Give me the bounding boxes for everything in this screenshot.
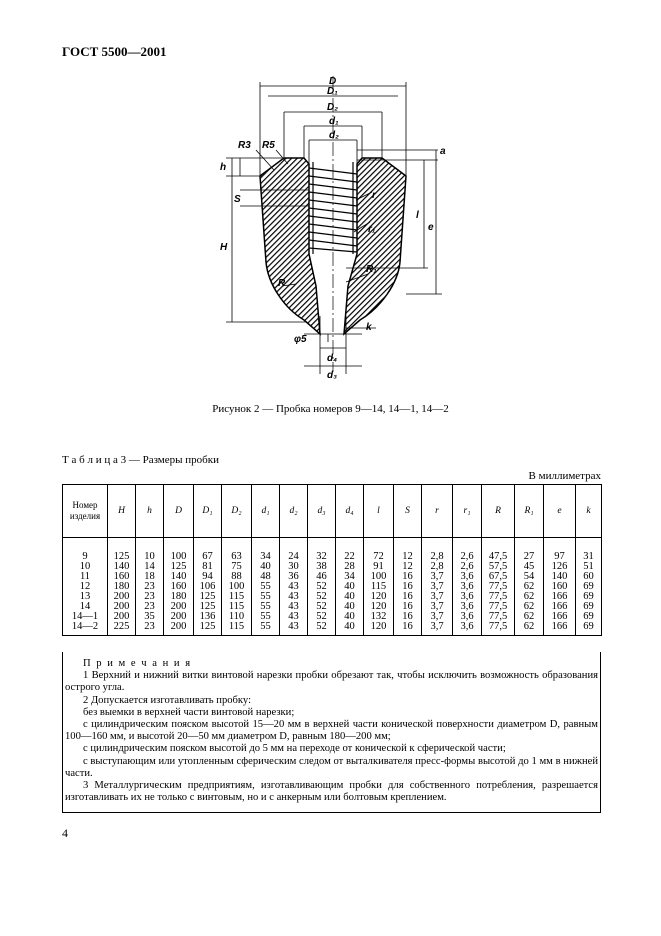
notes-heading: П р и м е ч а н и я [83, 658, 192, 669]
note-item: без выемки в верхней части винтовой наре… [83, 706, 295, 718]
table-cell: 77,5 [481, 621, 515, 636]
table-cell: 51 [575, 561, 602, 572]
table-cell: 69 [575, 621, 602, 636]
note-item: 2 Допускается изготавливать пробку: [83, 694, 252, 706]
table-cell: 55 [251, 621, 280, 636]
label-D1: D₁ [327, 86, 338, 97]
diameter-dimensions [226, 82, 442, 374]
table-cell: 69 [575, 581, 602, 592]
table-cell: 115 [221, 621, 252, 636]
col-header: D₁ [193, 484, 222, 538]
col-header: r [421, 484, 453, 538]
note-item: 3 Металлургическим предприятиям, изготав… [65, 780, 598, 804]
stopper-drawing: D D₁ D₂ d₁ d₂ R3 R5 a h S H l e r r₁ R R… [196, 72, 461, 387]
notes-block: П р и м е ч а н и я 1 Верхний и нижний в… [62, 652, 601, 814]
col-header: d₂ [279, 484, 308, 538]
col-header: d₃ [307, 484, 336, 538]
table-cell: 43 [279, 621, 308, 636]
table-cell: 14—2 [62, 621, 108, 636]
note-item: с цилиндрическим пояском высотой до 5 мм… [83, 743, 506, 755]
body-section-right [343, 157, 407, 336]
col-header: S [393, 484, 422, 538]
table-cell: 31 [575, 551, 602, 562]
table-cell: 200 [163, 621, 194, 636]
table-cell: 69 [575, 591, 602, 602]
col-header: l [363, 484, 394, 538]
page-number: 4 [62, 826, 68, 840]
table-cell: 52 [307, 621, 336, 636]
col-header: D [163, 484, 194, 538]
label-S: S [234, 194, 241, 205]
label-D2: D₂ [327, 102, 338, 113]
label-d1: d₁ [329, 116, 339, 127]
col-header: e [543, 484, 576, 538]
table-cell: 69 [575, 601, 602, 612]
label-R3: R3 [238, 140, 251, 151]
figure-caption: Рисунок 2 — Пробка номеров 9—14, 14—1, 1… [212, 403, 449, 415]
label-R: R [278, 278, 286, 289]
col-header: k [575, 484, 602, 538]
stopper-drawing-svg: D D₁ D₂ d₁ d₂ R3 R5 a h S H l e r r₁ R R… [220, 76, 446, 381]
note-item: с цилиндрическим пояском высотой 15—20 м… [65, 719, 598, 743]
label-R5: R5 [262, 140, 275, 151]
label-d3: d₃ [327, 370, 337, 381]
standard-header: ГОСТ 5500—2001 [62, 44, 167, 59]
label-D: D [329, 76, 336, 87]
col-header: h [135, 484, 164, 538]
table-cell: 120 [363, 621, 394, 636]
col-header: r₁ [452, 484, 482, 538]
table-spacer-row [62, 537, 602, 552]
table-cell: 40 [335, 621, 364, 636]
table-cell: 3,6 [452, 621, 482, 636]
table-title: Т а б л и ц а 3 — Размеры пробки [62, 454, 219, 466]
col-header: R₁ [514, 484, 544, 538]
table-cell: 60 [575, 571, 602, 582]
table-cell: 225 [107, 621, 136, 636]
label-e: e [428, 222, 434, 233]
label-h: h [220, 162, 226, 173]
label-l: l [416, 210, 419, 221]
table-cell: 3,7 [421, 621, 453, 636]
col-header: Номер изделия [62, 484, 108, 538]
col-header: D₂ [221, 484, 252, 538]
label-H: H [220, 242, 228, 253]
table-cell: 23 [135, 621, 164, 636]
col-header: d₁ [251, 484, 280, 538]
table-cell: 16 [393, 621, 422, 636]
body-section-left [259, 157, 321, 336]
note-item: с выступающим или утопленным сферическим… [65, 755, 598, 779]
label-R1: R₁ [366, 264, 377, 275]
label-d2: d₂ [329, 130, 339, 141]
label-k: k [366, 322, 372, 333]
table-cell: 166 [543, 621, 576, 636]
note-item: 1 Верхний и нижний витки винтовой нарезк… [65, 670, 598, 694]
label-r1: r₁ [368, 224, 376, 235]
col-header: H [107, 484, 136, 538]
table-cell: 69 [575, 611, 602, 622]
label-r: r [372, 190, 377, 201]
table-header-row: Номер изделия H h D D₁ D₂ d₁ d₂ d₃ d₄ l … [62, 484, 602, 538]
col-header: d₄ [335, 484, 364, 538]
label-a: a [440, 146, 446, 157]
table-cell: 62 [514, 621, 544, 636]
label-phi5: φ5 [294, 334, 307, 345]
table-cell: 125 [193, 621, 222, 636]
col-header: R [481, 484, 515, 538]
table-units: В миллиметрах [528, 470, 601, 482]
label-d4: d₄ [327, 353, 337, 364]
dimensions-table: Номер изделия H h D D₁ D₂ d₁ d₂ d₃ d₄ l … [62, 484, 602, 636]
